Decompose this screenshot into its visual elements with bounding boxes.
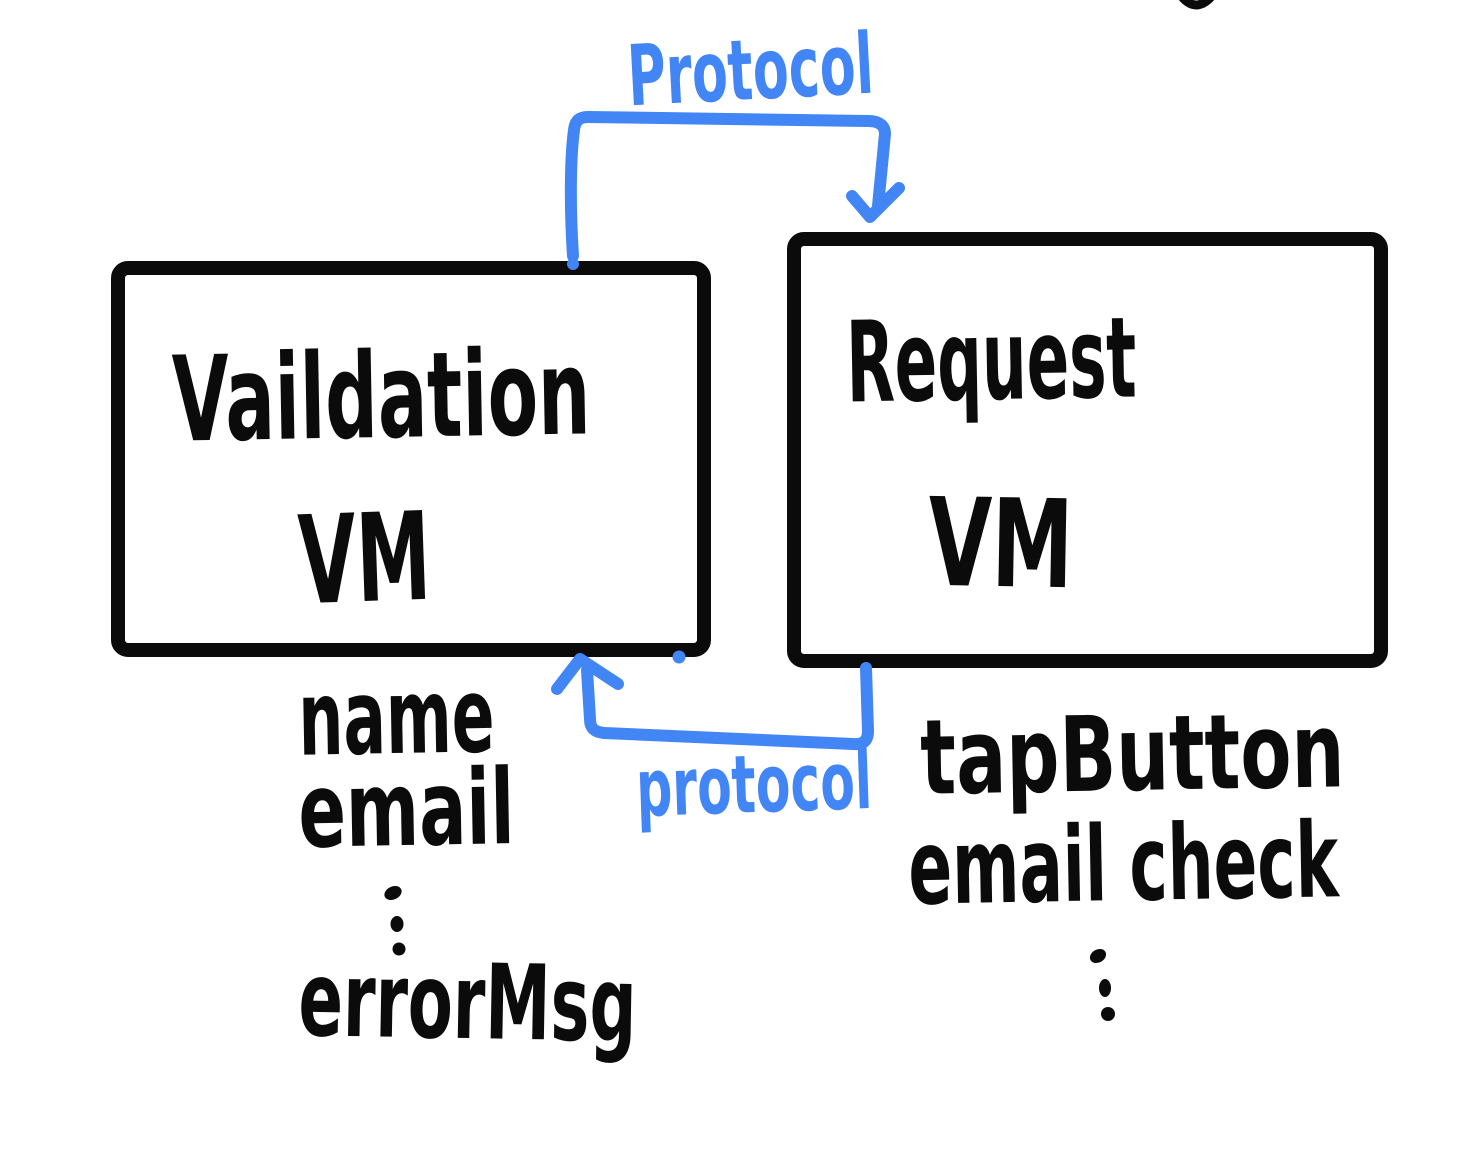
- ink-dot: [567, 258, 579, 270]
- protocol-arrow-top: [564, 111, 891, 262]
- validation-field-email: email: [297, 746, 515, 872]
- request-vm-box: [787, 232, 1388, 668]
- validation-vm-box: [111, 261, 711, 657]
- validation-vm-subtitle: VM: [296, 486, 433, 633]
- validation-field-errormsg: errorMsg: [298, 938, 638, 1066]
- protocol-arrow-top-head: [846, 182, 905, 223]
- protocol-top-label: Protocol: [625, 15, 876, 126]
- request-vm-title: Request: [845, 293, 1137, 428]
- request-field-emailcheck: email check: [907, 799, 1341, 929]
- request-field-tapbutton: tapButton: [919, 689, 1345, 818]
- left-ellipsis: [384, 885, 406, 956]
- protocol-arrow-bottom-head: [551, 653, 624, 695]
- request-vm-subtitle: VM: [927, 472, 1074, 617]
- protocol-bottom-label: protocol: [634, 734, 873, 835]
- right-ellipsis: [1089, 948, 1115, 1021]
- protocol-arrow-bottom: [581, 662, 874, 751]
- stray-stroke: [1178, 0, 1215, 10]
- ink-dot: [672, 650, 686, 664]
- validation-vm-title: Vaildation: [171, 323, 591, 468]
- validation-field-name: name: [297, 654, 495, 779]
